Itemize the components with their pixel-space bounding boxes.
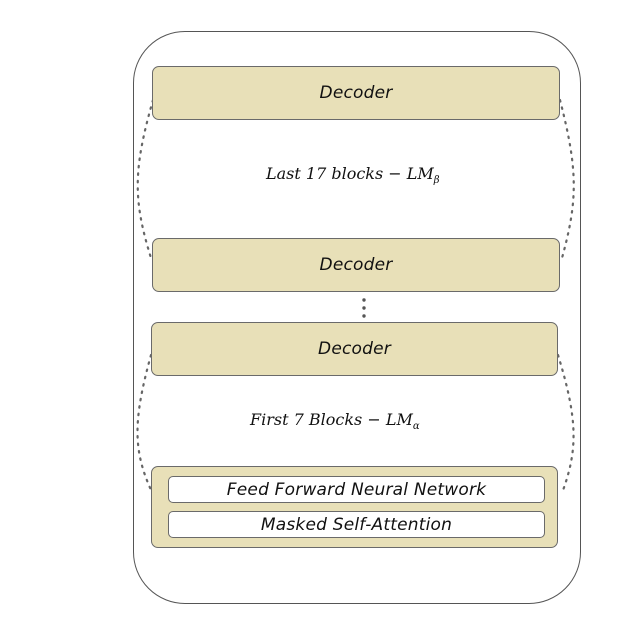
top-decoder-label: Decoder: [319, 83, 393, 103]
mid-decoder-block: Decoder: [152, 238, 560, 292]
ellipsis-dot-2: [362, 306, 366, 310]
mid-decoder-label: Decoder: [319, 255, 393, 275]
alpha-left-dotted-arc: [136, 353, 153, 492]
lower-decoder-label: Decoder: [318, 339, 391, 359]
bottom-decoder-block: Feed Forward Neural Network Masked Self-…: [151, 466, 558, 548]
alpha-group-label: First 7 Blocks − LMα: [250, 410, 420, 433]
lower-decoder-block: Decoder: [151, 322, 558, 376]
ffn-box: Feed Forward Neural Network: [168, 476, 545, 503]
beta-group-label: Last 17 blocks − LMβ: [266, 164, 440, 187]
attention-box: Masked Self-Attention: [168, 511, 545, 538]
ffn-label: Feed Forward Neural Network: [226, 479, 487, 500]
beta-right-dotted-arc: [558, 98, 575, 260]
top-decoder-block: Decoder: [152, 66, 560, 120]
alpha-right-dotted-arc: [556, 353, 575, 495]
attention-label: Masked Self-Attention: [260, 514, 453, 535]
beta-left-dotted-arc: [136, 98, 155, 260]
ellipsis-dot-1: [362, 298, 366, 302]
ellipsis-dot-3: [362, 314, 366, 318]
